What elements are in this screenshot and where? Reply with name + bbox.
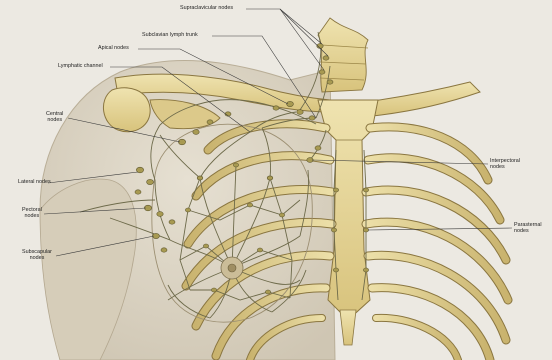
label-parasternal-nodes: Parasternal nodes	[514, 222, 542, 235]
xiphoid	[340, 310, 356, 345]
label-subscapular-nodes: Subscapular nodes	[22, 249, 52, 262]
areola	[221, 257, 243, 279]
cervical-vertebrae	[318, 18, 368, 92]
label-central-nodes: Central nodes	[46, 111, 63, 124]
label-subclavian-lymph-trunk: Subclavian lymph trunk	[142, 32, 198, 38]
right-clavicle	[365, 82, 480, 116]
label-supraclavicular-nodes: Supraclavicular nodes	[180, 5, 233, 11]
label-apical-nodes: Apical nodes	[98, 45, 129, 51]
label-interpectoral-nodes: Interpectoral nodes	[490, 158, 520, 171]
label-lateral-nodes: Lateral nodes	[18, 179, 51, 185]
humeral-head	[103, 88, 150, 132]
label-pectoral-nodes: Pectoral nodes	[22, 207, 42, 220]
label-lymphatic-channel: Lymphatic channel	[58, 63, 103, 69]
